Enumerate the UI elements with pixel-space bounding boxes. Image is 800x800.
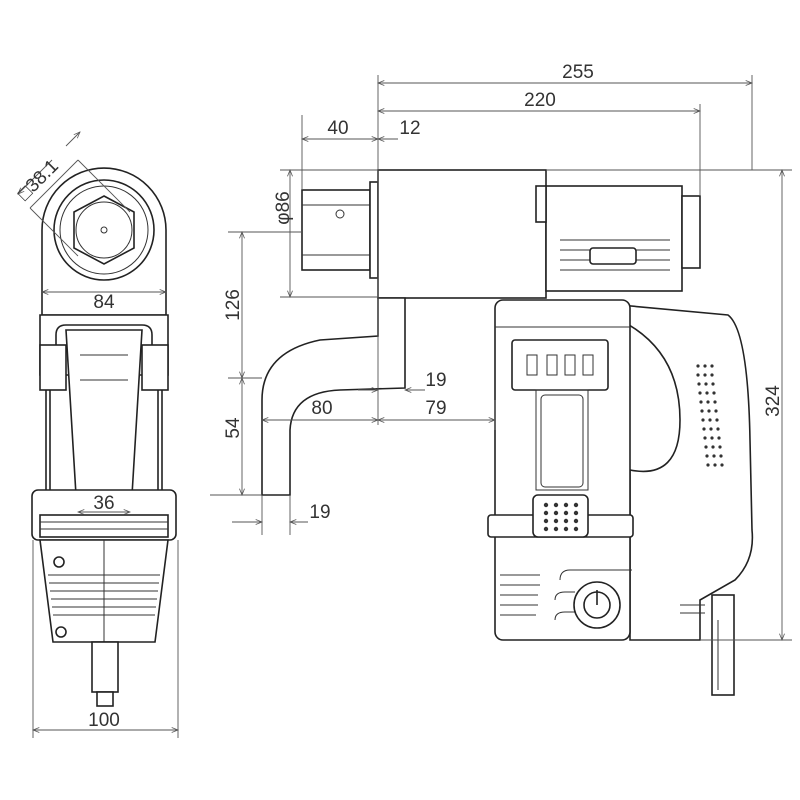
dim-overall-width: 100 bbox=[88, 710, 120, 731]
brand-logo-plate bbox=[589, 247, 637, 265]
front-view bbox=[31, 167, 177, 707]
dim-arm-thickness-upper: 19 bbox=[425, 370, 446, 391]
dim-overall-height: 324 bbox=[763, 385, 784, 417]
dim-body-length: 220 bbox=[524, 90, 556, 111]
dim-socket-length: 40 bbox=[327, 118, 348, 139]
dim-axis-to-arm: 126 bbox=[223, 289, 244, 321]
dim-arm-thickness-lower: 19 bbox=[309, 502, 330, 523]
dim-head-diameter: φ86 bbox=[273, 191, 294, 224]
dim-arm-height: 54 bbox=[223, 417, 244, 439]
dim-arm-reach: 80 bbox=[311, 398, 332, 419]
dim-overall-length: 255 bbox=[562, 62, 594, 83]
vent-holes bbox=[696, 364, 724, 467]
dim-head-width: 84 bbox=[93, 292, 115, 313]
front-view-dimensions bbox=[18, 132, 178, 738]
dim-axis-to-body: 79 bbox=[425, 398, 446, 419]
dim-grip-width: 36 bbox=[93, 493, 114, 514]
side-view-dimensions bbox=[210, 75, 792, 640]
side-view bbox=[261, 169, 754, 696]
dim-flange-offset: 12 bbox=[399, 118, 420, 139]
